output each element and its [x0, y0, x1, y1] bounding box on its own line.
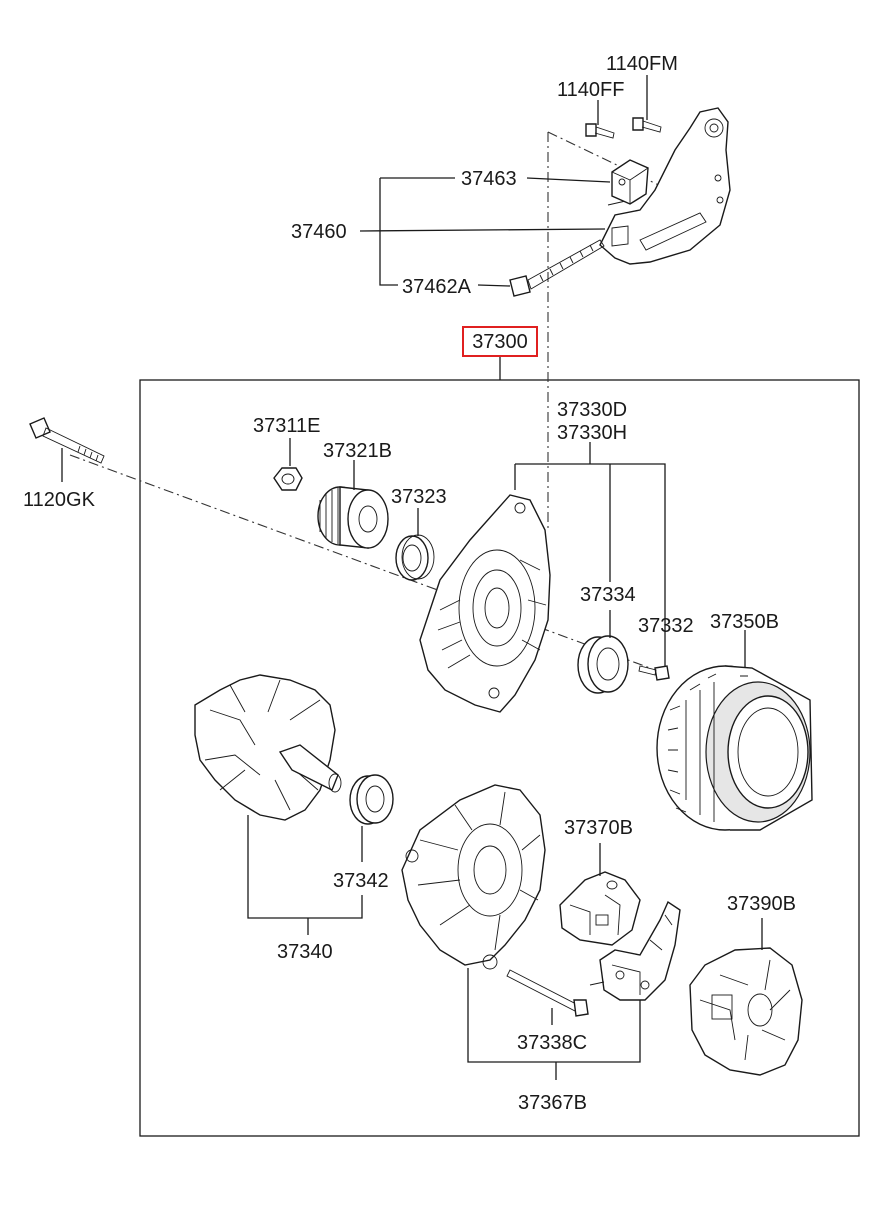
- part-label-37460[interactable]: 37460: [291, 221, 347, 243]
- part-label-1120GK[interactable]: 1120GK: [23, 489, 96, 511]
- part-label-37370B[interactable]: 37370B: [564, 817, 633, 839]
- part-label-37323[interactable]: 37323: [391, 486, 447, 508]
- rotor-icon: [194, 674, 342, 821]
- part-label-37367B[interactable]: 37367B: [518, 1092, 587, 1114]
- bolt-icon: [638, 665, 670, 681]
- part-label-37330H[interactable]: 37330H: [557, 422, 627, 444]
- part-label-37334[interactable]: 37334: [580, 584, 636, 606]
- part-label-1140FF[interactable]: 1140FF: [557, 79, 624, 101]
- pulley-icon: [317, 486, 389, 549]
- bearing-icon: [349, 774, 394, 825]
- part-label-37390B[interactable]: 37390B: [727, 893, 796, 915]
- part-label-37311E[interactable]: 37311E: [253, 415, 320, 437]
- bearing-icon: [577, 635, 629, 694]
- bolt-icon: [506, 969, 589, 1017]
- front-cover-icon: [419, 494, 551, 713]
- end-cover-icon: [689, 947, 803, 1076]
- stator-icon: [656, 665, 813, 831]
- nut-icon: [273, 467, 303, 491]
- bolt-icon: [509, 239, 605, 297]
- part-label-37342[interactable]: 37342: [333, 870, 389, 892]
- part-label-37462A[interactable]: 37462A: [402, 276, 472, 298]
- part-label-37332[interactable]: 37332: [638, 615, 694, 637]
- rear-cover-icon: [401, 784, 546, 970]
- alternator-bracket-icon: [599, 107, 731, 265]
- bearing-icon: [395, 534, 435, 581]
- part-label-37330D[interactable]: 37330D: [557, 399, 627, 421]
- part-label-37338C[interactable]: 37338C: [517, 1032, 587, 1054]
- bolt-icon: [29, 417, 105, 464]
- bolt-icon: [585, 123, 615, 139]
- rectifier-icon: [589, 900, 681, 1001]
- assembly-number[interactable]: 37300: [472, 331, 528, 353]
- part-label-1140FM[interactable]: 1140FM: [606, 53, 678, 75]
- regulator-icon: [559, 871, 641, 946]
- spacer-block-icon: [611, 159, 649, 205]
- part-label-37321B[interactable]: 37321B: [323, 440, 392, 462]
- bolt-icon: [632, 117, 662, 133]
- assembly-number-box[interactable]: [462, 326, 538, 357]
- part-label-37463[interactable]: 37463: [461, 168, 517, 190]
- part-label-37340[interactable]: 37340: [277, 941, 333, 963]
- part-label-37350B[interactable]: 37350B: [710, 611, 779, 633]
